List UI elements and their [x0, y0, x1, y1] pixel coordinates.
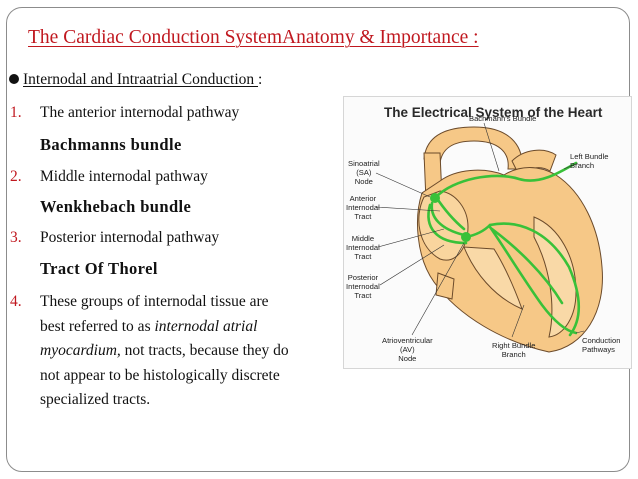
item-number: 4.	[10, 293, 22, 310]
slide-title: The Cardiac Conduction SystemAnatomy & I…	[28, 27, 479, 48]
list-item-1: 1. The anterior internodal pathway	[10, 104, 239, 122]
leader-sa-node	[375, 172, 431, 198]
left-bundle-branch-pathway	[488, 222, 581, 337]
item-4-italic-term-2: myocardium,	[40, 342, 121, 359]
label-sa-node: Sinoatrial (SA) Node	[348, 159, 380, 186]
list-item-2: 2. Middle internodal pathway	[10, 168, 208, 186]
item-2-bundle-name: Wenkhebach bundle	[40, 197, 192, 216]
leader-anterior	[375, 206, 441, 212]
item-number: 1.	[10, 104, 22, 121]
bullet-icon	[9, 74, 19, 84]
item-4-line-1: These groups of internodal tissue are	[40, 293, 269, 310]
septal-pathway	[490, 227, 564, 305]
label-conduction-pathways: Conduction Pathways	[582, 336, 621, 354]
label-anterior-tract: Anterior Internodal Tract	[346, 194, 380, 221]
item-text: Posterior internodal pathway	[40, 229, 220, 246]
lead-colon: :	[258, 71, 263, 88]
lead-bullet-item: Internodal and Intraatrial Conduction :	[9, 71, 262, 89]
item-text: Middle internodal pathway	[40, 168, 208, 185]
leader-right-bundle	[511, 304, 525, 338]
right-ventricle-chamber	[463, 246, 523, 310]
label-left-bundle-branch: Left Bundle Branch	[570, 152, 609, 170]
label-right-bundle-branch: Right Bundle Branch	[492, 341, 536, 359]
item-3-tract-name: Tract Of Thorel	[40, 259, 158, 278]
sa-node-marker	[430, 193, 440, 203]
item-4-line-4: not appear to be histologically discrete	[40, 366, 280, 384]
leader-av-node	[411, 242, 465, 336]
leader-posterior	[379, 244, 445, 286]
item-text: The anterior internodal pathway	[40, 104, 240, 121]
label-bachmanns-bundle: Bachmann's Bundle	[469, 114, 537, 123]
item-4-line-3: not tracts, because they do	[120, 342, 289, 359]
item-4-line-5: specialized tracts.	[40, 391, 151, 408]
item-number: 3.	[10, 229, 22, 246]
posterior-internodal-pathway	[427, 203, 468, 245]
heart-conduction-figure: The Electrical System of the Heart	[343, 96, 632, 369]
leader-conduction	[575, 330, 585, 334]
figure-title: The Electrical System of the Heart	[384, 105, 603, 120]
bachmanns-bundle-pathway	[434, 161, 578, 199]
item-number: 2.	[10, 168, 22, 185]
heart-illustration	[375, 122, 603, 353]
item-4-line-2: best referred to as	[40, 317, 155, 335]
label-middle-tract: Middle Internodal Tract	[346, 234, 380, 261]
label-av-node: Atrioventricular (AV) Node	[382, 336, 433, 363]
right-bundle-branch-pathway	[488, 225, 578, 335]
inferior-vena-cava	[435, 272, 455, 300]
item-4-italic-term: internodal atrial	[154, 317, 258, 335]
leader-bachmann	[483, 122, 500, 172]
label-posterior-tract: Posterior Internodal Tract	[346, 273, 380, 300]
list-item-4: 4.These groups of internodal tissue are …	[10, 290, 289, 413]
item-1-bundle-name: Bachmanns bundle	[40, 135, 182, 154]
leader-left-bundle	[563, 162, 579, 170]
middle-internodal-pathway	[430, 201, 466, 237]
leader-middle	[377, 228, 445, 248]
list-item-3: 3. Posterior internodal pathway	[10, 229, 219, 247]
av-node-marker	[461, 232, 471, 242]
lead-text: Internodal and Intraatrial Conduction	[23, 71, 259, 88]
